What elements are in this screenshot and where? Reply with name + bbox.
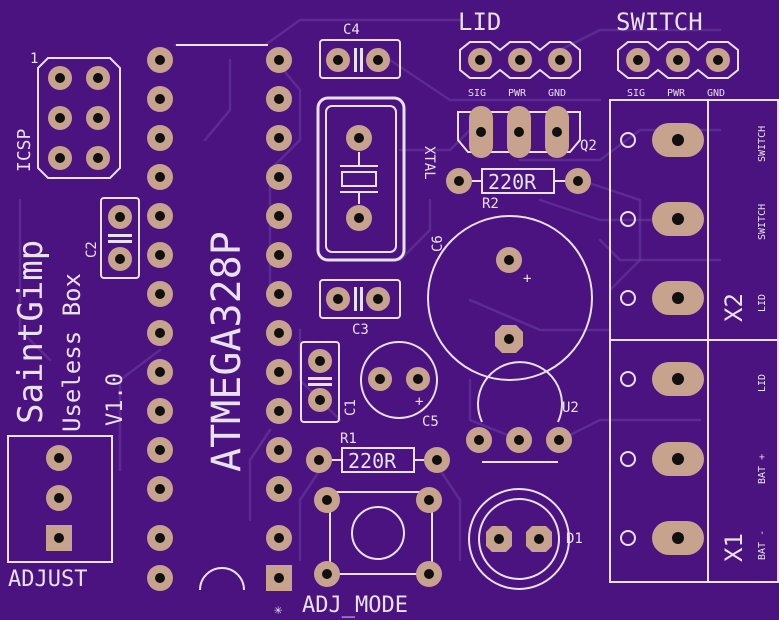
icsp-pin1-label: 1 [30, 51, 38, 67]
adj-mode-label: ADJ_MODE [302, 593, 408, 618]
c2-label: C2 [84, 241, 100, 258]
terminal-blocks: X2 SWITCH SWITCH LID X1 LID BAT + BAT - [609, 99, 779, 583]
term-bat-plus: BAT + [757, 454, 768, 484]
lid-sig: SIG [468, 88, 486, 99]
atmega-chip: ATMEGA328P [147, 44, 292, 591]
adj-mode-button: ✳ ADJ_MODE [274, 487, 442, 618]
switch-header-label: SWITCH [616, 8, 703, 36]
term-switch-a: SWITCH [757, 126, 768, 162]
version-label: V1.0 [103, 373, 128, 426]
capacitor-c3: C3 [319, 279, 401, 338]
d1-label: D1 [566, 531, 583, 547]
c4-label: C4 [343, 22, 360, 38]
term-switch-b: SWITCH [757, 204, 768, 240]
adjust-potentiometer: ADJUST [7, 435, 113, 592]
lid-gnd: GND [548, 88, 566, 99]
xtal-label: XTAL [421, 146, 437, 180]
sensor-u2: U2 [466, 361, 579, 463]
c3-label: C3 [352, 322, 369, 338]
switch-pwr: PWR [667, 88, 686, 99]
transistor-q2: Q2 [457, 106, 597, 158]
c6-plus: + [523, 271, 531, 287]
chip-label: ATMEGA328P [204, 231, 250, 472]
c5-label: C5 [422, 414, 439, 430]
term-bat-minus: BAT - [757, 530, 768, 560]
lid-header: LID SIG PWR GND [458, 8, 581, 99]
switch-gnd: GND [707, 88, 725, 99]
q2-label: Q2 [580, 138, 597, 154]
resistor-r1: 220R R1 [306, 431, 450, 473]
x1-label: X1 [720, 533, 748, 562]
icsp-header: 1 ICSP [14, 51, 121, 179]
icsp-label: ICSP [14, 128, 35, 172]
project-label: Useless Box [58, 273, 86, 432]
led-d1: D1 [468, 488, 583, 590]
c5-plus: + [415, 394, 423, 410]
asterisk-mark: ✳ [274, 602, 283, 618]
author-label: SaintGimp [11, 240, 51, 424]
crystal-xtal: XTAL [316, 96, 437, 262]
term-lid-b: LID [757, 374, 768, 392]
u2-label: U2 [562, 400, 579, 416]
capacitor-c6: + C6 [427, 215, 593, 381]
r1-label: R1 [340, 431, 357, 447]
lid-header-label: LID [458, 8, 501, 36]
lid-pwr: PWR [508, 88, 527, 99]
switch-header: SWITCH SIG PWR GND [616, 8, 739, 99]
chip-right-pins [266, 47, 292, 591]
capacitor-c1: C1 [300, 341, 359, 423]
chip-left-pins [147, 47, 173, 591]
terminal-x1: X1 LID BAT + BAT - [620, 362, 768, 562]
c1-label: C1 [343, 399, 359, 416]
term-lid-a: LID [757, 294, 768, 312]
capacitor-c4: C4 [319, 22, 401, 79]
r2-label: R2 [482, 196, 499, 212]
capacitor-c2: C2 [84, 197, 140, 279]
r1-value: 220R [348, 449, 397, 473]
terminal-x2: X2 SWITCH SWITCH LID [620, 123, 768, 322]
x2-label: X2 [720, 293, 748, 322]
resistor-r2: 220R R2 [446, 168, 591, 212]
r2-value: 220R [488, 170, 537, 194]
adjust-label: ADJUST [8, 567, 87, 592]
c6-label: C6 [430, 235, 446, 252]
switch-sig: SIG [627, 88, 645, 99]
capacitor-c5: + C5 [360, 341, 439, 430]
